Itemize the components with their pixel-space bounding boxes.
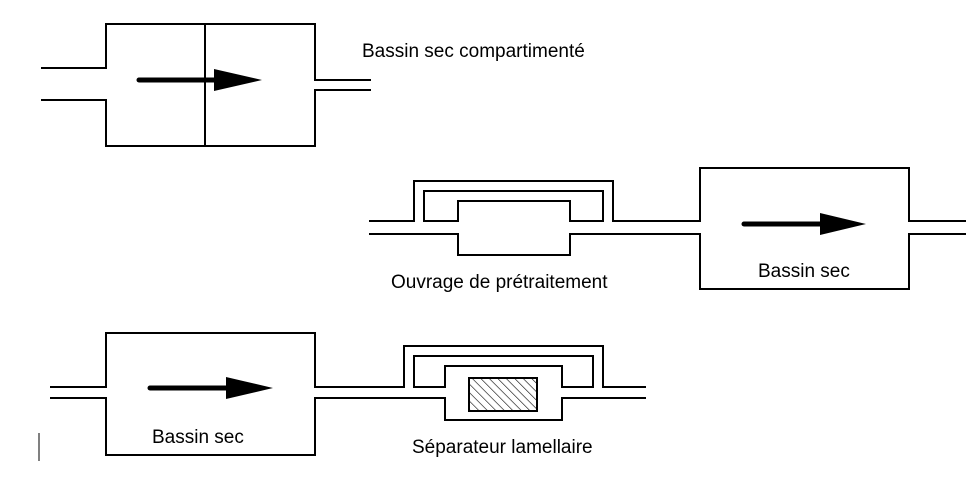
flow-arrow-icon [136,69,262,91]
bypass-outer-wall [369,180,701,222]
flow-arrow-icon [741,213,866,235]
compartmented-basin-label: Bassin sec compartimenté [362,41,585,62]
separator-bypass-outer [403,345,646,388]
lamellae-hatched-block [468,377,538,412]
dry-basin-bottom-group: Bassin sec [50,332,446,456]
dry-basin-middle-top [699,167,966,222]
dry-basin-bottom-bottom [50,397,446,456]
separator-chamber-top [413,365,594,388]
pretreatment-structure-label: Ouvrage de prétraitement [391,272,608,293]
treatment-chamber [423,200,604,222]
bypass-inner-wall [423,190,604,222]
dry-basin-middle-label: Bassin sec [758,261,850,282]
inlet-pipe-top [41,23,371,81]
dry-basin-bottom-label: Bassin sec [152,427,244,448]
compartmented-basin-group: Bassin sec compartimenté [41,23,585,147]
pretreatment-bottom-pipe [369,233,701,256]
flow-arrow-icon [147,377,273,399]
lamellar-separator-group: Séparateur lamellaire [403,345,646,458]
dry-basin-middle-bottom [699,233,966,290]
dry-basin-bottom-top [50,332,405,388]
dry-basin-middle-group: Bassin sec [699,167,966,290]
separator-chamber-bottom [444,397,646,421]
lamellar-separator-label: Séparateur lamellaire [412,437,593,458]
pretreatment-structure-group: Ouvrage de prétraitement [369,180,701,293]
inlet-pipe-bottom [41,89,371,147]
separator-bypass-inner [413,355,594,388]
